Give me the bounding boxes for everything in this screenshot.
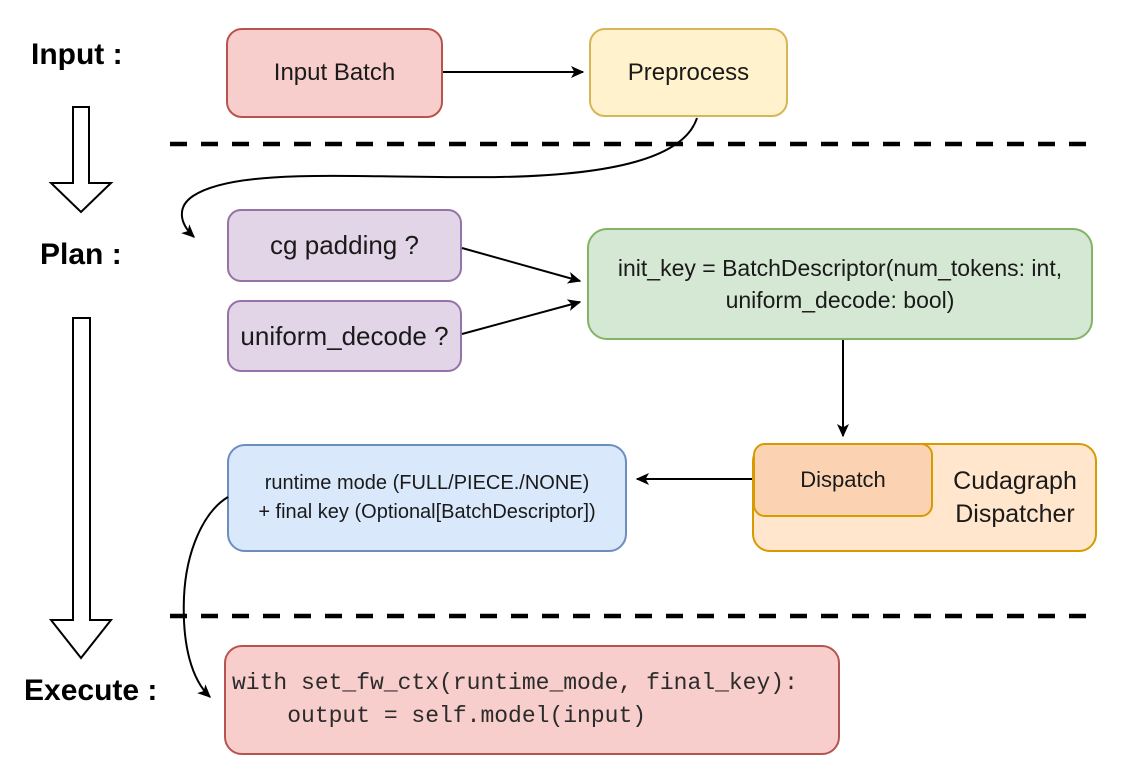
node-input-batch-label: Input Batch — [273, 59, 396, 86]
stage-arrow-plan-to-execute-icon — [48, 317, 114, 660]
node-runtime-mode: runtime mode (FULL/PIECE./NONE) + final … — [227, 444, 627, 552]
node-uniform-decode: uniform_decode ? — [227, 300, 462, 372]
edge-uniform-decode-to-init-key — [461, 299, 582, 335]
execute-code-line2: output = self.model(input) — [232, 703, 647, 729]
node-uniform-decode-label: uniform_decode ? — [240, 320, 449, 351]
execute-code-line1: with set_fw_ctx(runtime_mode, final_key)… — [232, 670, 798, 696]
node-init-key: init_key = BatchDescriptor(num_tokens: i… — [587, 228, 1093, 340]
node-runtime-mode-line1: runtime mode (FULL/PIECE./NONE) — [264, 472, 590, 494]
node-execute-code: with set_fw_ctx(runtime_mode, final_key)… — [224, 645, 840, 755]
stage-label-input: Input : — [31, 38, 123, 71]
node-init-key-line1: init_key = BatchDescriptor(num_tokens: i… — [617, 255, 1063, 281]
node-preprocess: Preprocess — [589, 28, 788, 117]
node-dispatch-label: Dispatch — [800, 467, 886, 492]
node-cg-padding: cg padding ? — [227, 209, 462, 282]
cudagraph-label-line2: Dispatcher — [955, 499, 1075, 528]
node-dispatch: Dispatch — [753, 443, 933, 517]
node-cg-padding-label: cg padding ? — [270, 230, 419, 260]
node-runtime-mode-line2: + final key (Optional[BatchDescriptor]) — [258, 501, 596, 523]
stage-label-plan: Plan : — [40, 238, 122, 271]
node-init-key-line2: uniform_decode: bool) — [725, 287, 955, 313]
stage-label-execute: Execute : — [24, 674, 158, 707]
cudagraph-label-line1: Cudagraph — [953, 466, 1077, 495]
node-preprocess-label: Preprocess — [627, 58, 750, 86]
node-input-batch: Input Batch — [226, 28, 443, 118]
edge-runtime-mode-to-execute-code — [182, 496, 229, 698]
edge-cg-padding-to-init-key — [461, 247, 582, 284]
node-cudagraph-dispatcher-label: Cudagraph Dispatcher — [935, 465, 1095, 531]
stage-arrow-input-to-plan-icon — [48, 106, 114, 214]
